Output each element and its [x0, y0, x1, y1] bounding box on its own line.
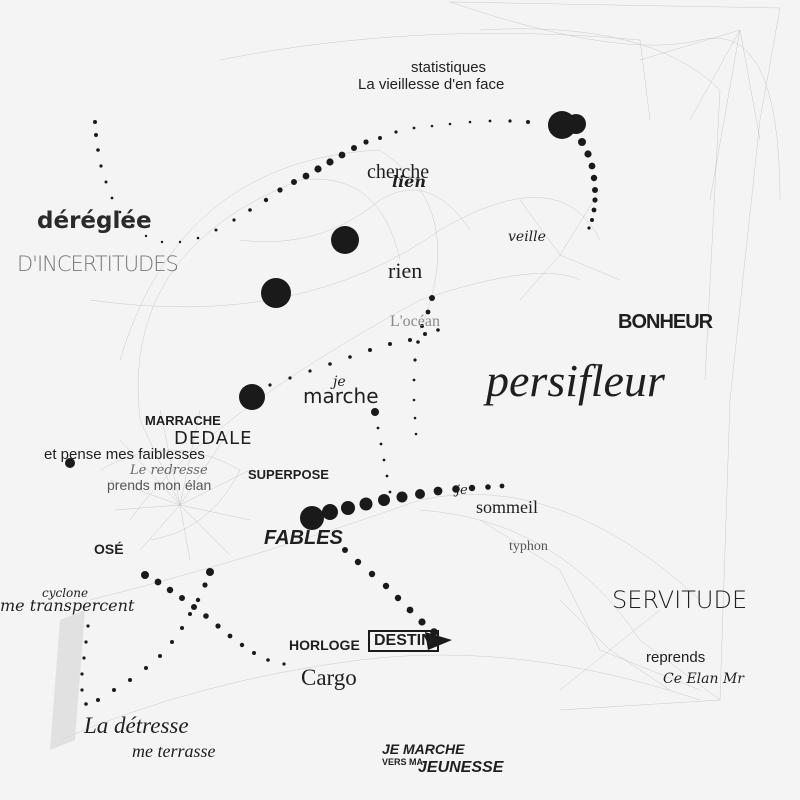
- word-je: je: [333, 374, 346, 390]
- word-veille: veille: [508, 229, 546, 245]
- word-cargo: Cargo: [301, 665, 357, 690]
- word-jeunesse: JEUNESSE: [418, 759, 504, 776]
- word-pense: et pense mes faiblesses: [44, 446, 205, 463]
- word-bonheur: BONHEUR: [618, 311, 713, 333]
- word-ocean: L'océan: [390, 313, 440, 330]
- word-servitude: SERVITUDE: [612, 586, 748, 614]
- word-dereglee: déréglée: [37, 208, 152, 234]
- word-fables: FABLES: [264, 527, 343, 549]
- word-prends-elan: prends mon élan: [107, 477, 212, 493]
- word-reprends: reprends: [646, 649, 706, 666]
- dotted-trails: [65, 111, 598, 706]
- word-elan-right: Ce Elan Mr: [663, 671, 744, 687]
- word-ose: OSÉ: [94, 541, 124, 557]
- word-marche: marche: [303, 384, 379, 408]
- word-typhon: typhon: [509, 539, 548, 554]
- word-je-marche: JE MARCHE: [382, 741, 465, 757]
- word-vieillesse: La vieillesse d'en face: [358, 76, 505, 93]
- word-sommeil: sommeil: [476, 497, 538, 517]
- word-horloge: HORLOGE: [289, 637, 360, 653]
- word-marrache: MARRACHE: [145, 413, 221, 428]
- string-fan: [109, 29, 761, 691]
- word-redresse: Le redresse: [130, 463, 208, 478]
- word-vers-ma: VERS MA: [382, 757, 424, 767]
- string-web: [59, 1, 781, 741]
- word-je-sommeil: je: [456, 483, 468, 498]
- word-terrasse: me terrasse: [132, 741, 216, 761]
- word-lien: lien: [392, 172, 426, 191]
- word-destin: DESTIN: [368, 630, 439, 652]
- word-transpercent: me transpercent: [0, 596, 135, 615]
- word-detresse: La détresse: [84, 713, 189, 738]
- word-incertitudes: D'INCERTITUDES: [17, 252, 179, 276]
- word-statistiques: statistiques: [411, 59, 487, 76]
- word-cherche: cherche: [367, 161, 430, 183]
- word-superpose: SUPERPOSE: [248, 467, 329, 482]
- word-persifleur: persifleur: [486, 355, 665, 406]
- word-rien: rien: [388, 258, 423, 283]
- word-cyclone: cyclone: [42, 586, 89, 600]
- word-dedale: DEDALE: [174, 428, 253, 449]
- left-panel: [50, 610, 85, 750]
